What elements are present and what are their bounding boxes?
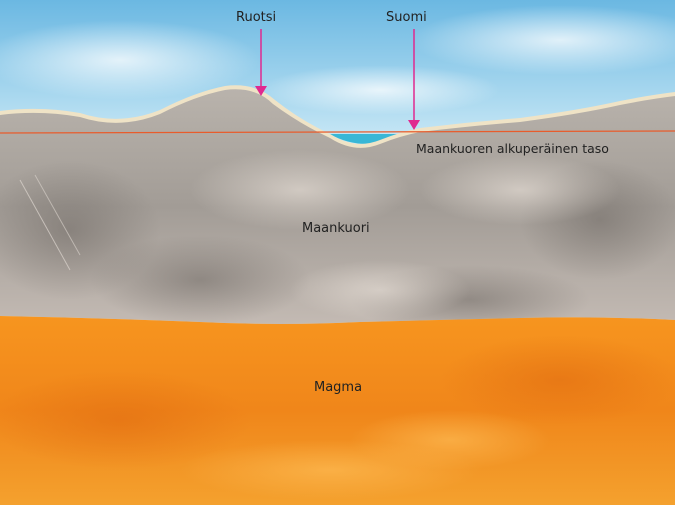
label-original-level: Maankuoren alkuperäinen taso (416, 141, 609, 157)
label-magma: Magma (314, 380, 362, 396)
label-finland: Suomi (386, 10, 427, 26)
label-crust: Maankuori (302, 221, 370, 237)
label-sweden: Ruotsi (236, 10, 276, 26)
